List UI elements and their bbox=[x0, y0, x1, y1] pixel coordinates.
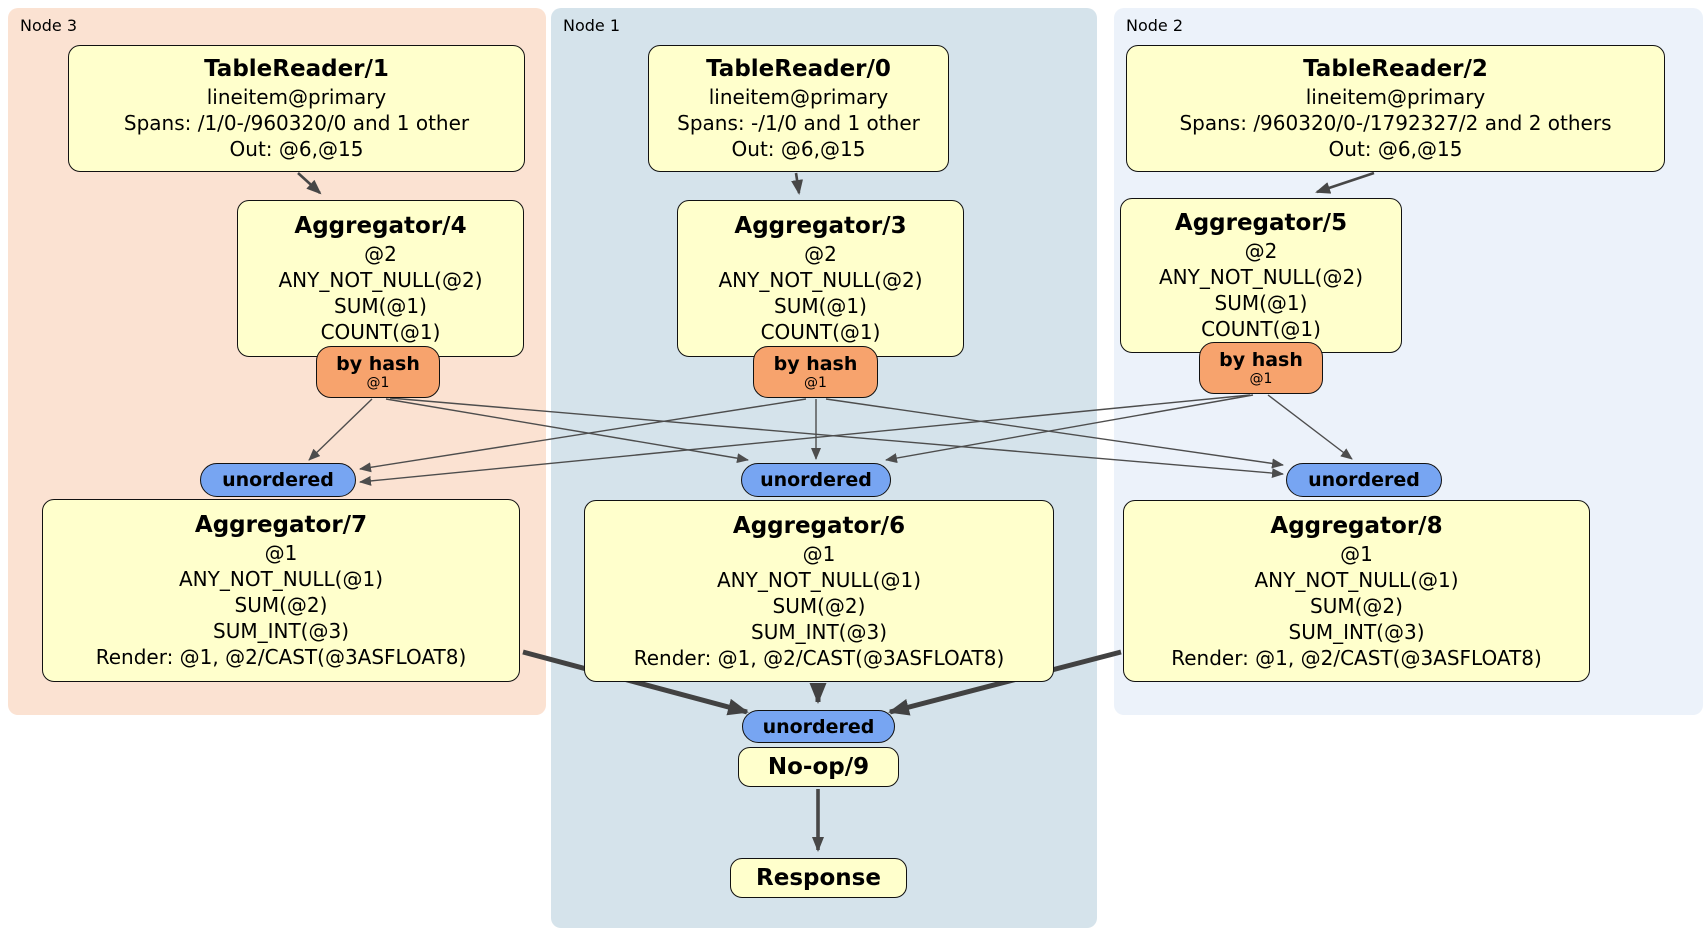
processor-title: Aggregator/3 bbox=[734, 213, 907, 239]
router-detail: @1 bbox=[804, 374, 827, 391]
processor-title: Response bbox=[756, 864, 881, 891]
processor-line: Spans: /960320/0-/1792327/2 and 2 others bbox=[1179, 111, 1612, 135]
processor-aggregator-8: Aggregator/8 @1 ANY_NOT_NULL(@1) SUM(@2)… bbox=[1123, 500, 1590, 682]
processor-line: Out: @6,@15 bbox=[731, 137, 866, 161]
group-node-2-label: Node 2 bbox=[1126, 16, 1184, 35]
processor-line: COUNT(@1) bbox=[1201, 317, 1321, 341]
router-label: by hash bbox=[1219, 348, 1303, 371]
processor-line: lineitem@primary bbox=[1305, 85, 1486, 109]
processor-line: SUM(@1) bbox=[1214, 291, 1308, 315]
processor-title: TableReader/2 bbox=[1303, 56, 1488, 82]
router-by-hash-3: by hash @1 bbox=[753, 346, 878, 398]
processor-line: Render: @1, @2/CAST(@3ASFLOAT8) bbox=[633, 645, 1005, 670]
processor-line: lineitem@primary bbox=[708, 85, 889, 109]
processor-aggregator-7: Aggregator/7 @1 ANY_NOT_NULL(@1) SUM(@2)… bbox=[42, 499, 520, 682]
processor-title: TableReader/1 bbox=[204, 56, 389, 82]
processor-line: COUNT(@1) bbox=[760, 320, 881, 344]
processor-line: ANY_NOT_NULL(@1) bbox=[1254, 567, 1459, 592]
processor-title: Aggregator/4 bbox=[294, 213, 467, 239]
processor-line: SUM(@2) bbox=[772, 593, 866, 618]
router-detail: @1 bbox=[1249, 370, 1273, 387]
processor-aggregator-6: Aggregator/6 @1 ANY_NOT_NULL(@1) SUM(@2)… bbox=[584, 500, 1054, 682]
processor-line: ANY_NOT_NULL(@2) bbox=[718, 268, 923, 292]
processor-line: ANY_NOT_NULL(@1) bbox=[717, 567, 921, 592]
processor-line: SUM(@1) bbox=[334, 294, 427, 318]
processor-line: @1 bbox=[264, 541, 298, 565]
processor-line: SUM(@2) bbox=[1310, 593, 1403, 618]
processor-line: @2 bbox=[1244, 239, 1278, 263]
group-node-3-label: Node 3 bbox=[20, 16, 78, 35]
processor-line: ANY_NOT_NULL(@2) bbox=[1159, 265, 1363, 289]
processor-line: SUM(@1) bbox=[774, 294, 867, 318]
router-label: by hash bbox=[336, 352, 420, 375]
sync-unordered-8: unordered bbox=[1286, 463, 1442, 497]
processor-line: @2 bbox=[364, 242, 397, 266]
processor-line: COUNT(@1) bbox=[320, 320, 441, 344]
processor-title: Aggregator/5 bbox=[1174, 210, 1348, 236]
processor-aggregator-3: Aggregator/3 @2 ANY_NOT_NULL(@2) SUM(@1)… bbox=[677, 200, 964, 357]
processor-tablereader-2: TableReader/2 lineitem@primary Spans: /9… bbox=[1126, 45, 1665, 172]
processor-title: Aggregator/8 bbox=[1270, 512, 1443, 539]
processor-title: Aggregator/7 bbox=[194, 512, 368, 538]
router-by-hash-5: by hash @1 bbox=[1199, 342, 1323, 394]
processor-line: @2 bbox=[804, 242, 837, 266]
processor-line: ANY_NOT_NULL(@1) bbox=[179, 567, 383, 591]
processor-aggregator-4: Aggregator/4 @2 ANY_NOT_NULL(@2) SUM(@1)… bbox=[237, 200, 524, 357]
processor-line: SUM_INT(@3) bbox=[213, 619, 349, 643]
router-detail: @1 bbox=[366, 374, 390, 391]
processor-aggregator-5: Aggregator/5 @2 ANY_NOT_NULL(@2) SUM(@1)… bbox=[1120, 198, 1402, 353]
sync-unordered-6: unordered bbox=[741, 463, 891, 497]
sync-unordered-9: unordered bbox=[742, 710, 895, 743]
processor-line: Spans: -/1/0 and 1 other bbox=[677, 111, 920, 135]
processor-line: @1 bbox=[802, 541, 836, 566]
router-label: by hash bbox=[773, 352, 858, 375]
processor-line: SUM_INT(@3) bbox=[1288, 619, 1425, 644]
group-node-1-label: Node 1 bbox=[563, 16, 621, 35]
sync-unordered-7: unordered bbox=[200, 463, 356, 497]
processor-line: Out: @6,@15 bbox=[1328, 137, 1463, 161]
processor-line: Render: @1, @2/CAST(@3ASFLOAT8) bbox=[1171, 645, 1542, 670]
processor-line: @1 bbox=[1340, 541, 1373, 566]
processor-line: ANY_NOT_NULL(@2) bbox=[278, 268, 483, 292]
processor-line: lineitem@primary bbox=[206, 85, 387, 109]
processor-title: No-op/9 bbox=[767, 753, 870, 780]
processor-line: SUM_INT(@3) bbox=[751, 619, 887, 644]
processor-line: SUM(@2) bbox=[234, 593, 328, 617]
processor-tablereader-1: TableReader/1 lineitem@primary Spans: /1… bbox=[68, 45, 525, 172]
processor-response: Response bbox=[730, 858, 907, 898]
processor-line: Out: @6,@15 bbox=[229, 137, 364, 161]
processor-noop-9: No-op/9 bbox=[738, 747, 899, 787]
processor-tablereader-0: TableReader/0 lineitem@primary Spans: -/… bbox=[648, 45, 949, 172]
router-by-hash-4: by hash @1 bbox=[316, 346, 440, 398]
processor-line: Render: @1, @2/CAST(@3ASFLOAT8) bbox=[95, 645, 467, 669]
processor-title: TableReader/0 bbox=[706, 56, 891, 82]
processor-line: Spans: /1/0-/960320/0 and 1 other bbox=[123, 111, 470, 135]
processor-title: Aggregator/6 bbox=[732, 512, 906, 539]
